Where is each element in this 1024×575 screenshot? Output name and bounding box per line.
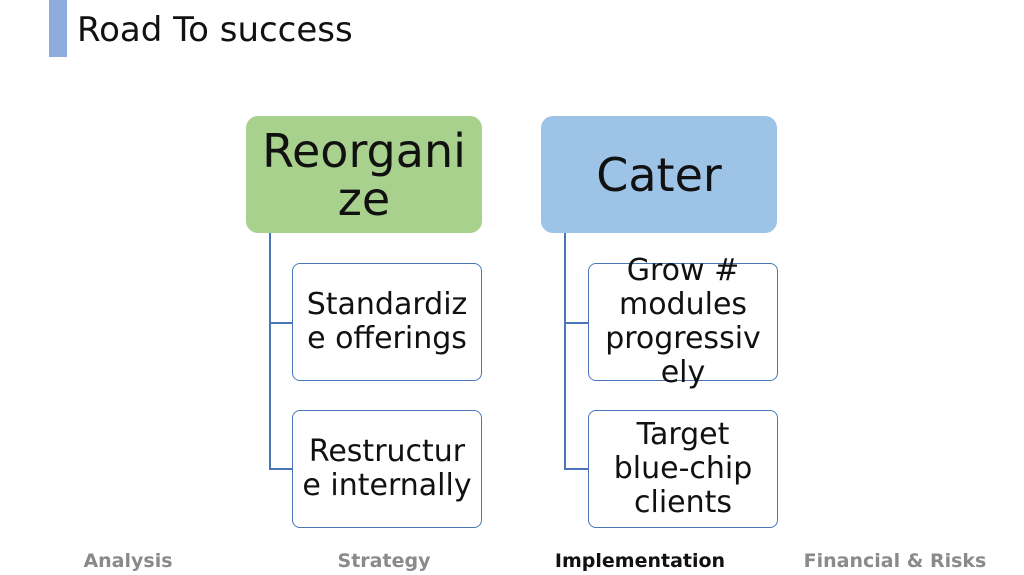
node-target-blue-chip: Target blue-chip clients [588,410,778,528]
nav-item-strategy[interactable]: Strategy [337,550,431,572]
node-reorganize-label: Reorgani ze [262,123,466,226]
slide-title: Road To success [77,10,353,50]
nav-item-implementation[interactable]: Implementation [554,550,726,572]
title-accent-bar [49,0,67,57]
connector-line [564,322,588,324]
connector-line [564,233,566,469]
nav-item-analysis[interactable]: Analysis [83,550,173,572]
node-standardize-offerings-label: Standardiz e offerings [306,287,468,356]
node-restructure-internally-label: Restructur e internally [302,434,472,503]
node-grow-modules-label: Grow # modules progressiv ely [605,253,761,390]
node-restructure-internally: Restructur e internally [292,410,482,528]
node-target-blue-chip-label: Target blue-chip clients [613,417,753,520]
node-cater-label: Cater [596,147,722,202]
nav-item-financial-risks[interactable]: Financial & Risks [803,550,987,572]
connector-line [564,468,588,470]
connector-line [269,468,293,470]
node-cater: Cater [541,116,777,233]
node-reorganize: Reorgani ze [246,116,482,233]
connector-line [269,322,293,324]
section-nav: Analysis Strategy Implementation Financi… [0,547,1024,575]
node-grow-modules: Grow # modules progressiv ely [588,254,778,390]
node-standardize-offerings: Standardiz e offerings [292,263,482,381]
connector-line [269,233,271,469]
